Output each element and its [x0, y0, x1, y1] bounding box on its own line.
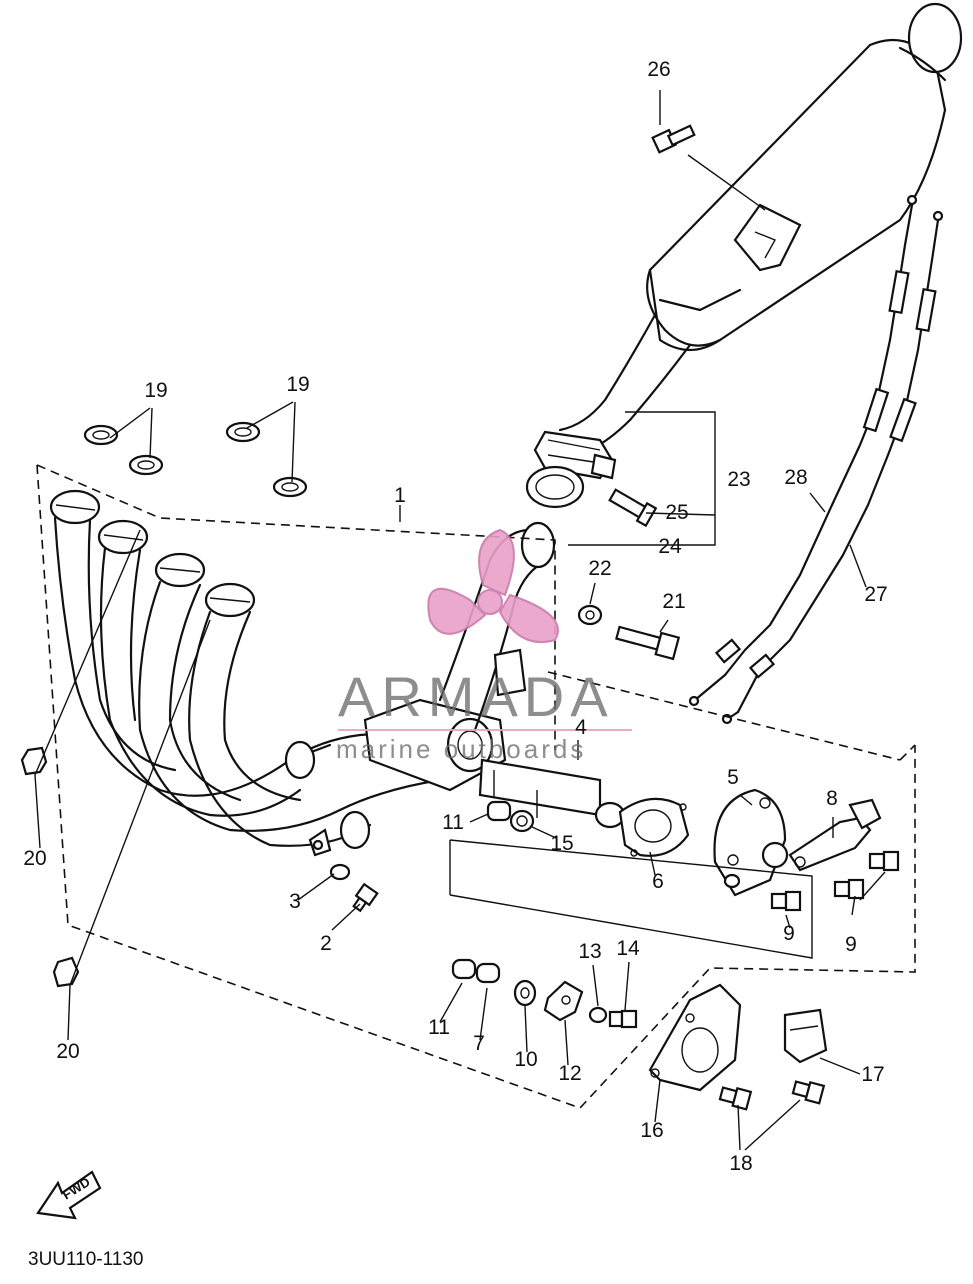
callout-c14: 14: [616, 937, 640, 960]
propeller-icon: [427, 528, 559, 644]
exhaust-header: [49, 489, 626, 857]
callout-c9a: 9: [783, 922, 795, 945]
armada-logo: ARMADA marine outboards: [336, 528, 632, 764]
valve-pulley-assembly: [713, 788, 900, 912]
throttle-cables: [688, 194, 944, 725]
callout-c12: 12: [558, 1062, 581, 1085]
callout-c21: 21: [662, 590, 685, 613]
diagram-code: 3UU110-1130: [28, 1249, 143, 1270]
watermark-brand: ARMADA: [338, 665, 614, 728]
assembly-boundaries: [36, 464, 916, 1109]
callout-c3: 3: [289, 890, 301, 913]
watermark-tagline: marine outboards: [336, 734, 586, 764]
bolt-21-washer-22: [577, 604, 681, 661]
callout-c11a: 11: [442, 811, 464, 834]
spacers-and-bushings: [451, 800, 638, 1029]
callout-c13: 13: [578, 940, 601, 963]
muffler: [525, 2, 963, 528]
fwd-arrow-icon: FWD: [36, 1170, 102, 1220]
leader-lines: [34, 90, 886, 1151]
callout-c16: 16: [640, 1119, 663, 1142]
callout-c4: 4: [575, 716, 587, 739]
screw-2-washer-3: [329, 863, 379, 913]
callout-c27: 27: [864, 583, 887, 606]
callout-c24: 24: [658, 535, 682, 558]
callout-c6: 6: [652, 870, 664, 893]
callout-c25: 25: [665, 501, 688, 524]
callout-c2: 2: [320, 932, 332, 955]
callout-c11b: 11: [428, 1016, 450, 1039]
washers-19: [83, 421, 308, 498]
callout-c5: 5: [727, 766, 739, 789]
gasket-6: [618, 797, 690, 857]
callout-c9b: 9: [845, 933, 857, 956]
callout-c17: 17: [861, 1063, 884, 1086]
callout-c1: 1: [394, 484, 406, 507]
callout-c8: 8: [826, 787, 838, 810]
pulley-cover: [648, 983, 828, 1111]
callout-c23: 23: [727, 468, 750, 491]
callout-c19a: 19: [144, 379, 167, 402]
callout-c10: 10: [514, 1048, 537, 1071]
callout-c7: 7: [473, 1032, 485, 1055]
callout-c26: 26: [647, 58, 670, 81]
callout-c22: 22: [588, 557, 611, 580]
callout-c18: 18: [729, 1152, 752, 1175]
callout-c19b: 19: [286, 373, 309, 396]
callout-c28: 28: [784, 466, 807, 489]
callout-c15: 15: [550, 832, 573, 855]
callout-c20b: 20: [56, 1040, 79, 1063]
callout-c20a: 20: [23, 847, 46, 870]
